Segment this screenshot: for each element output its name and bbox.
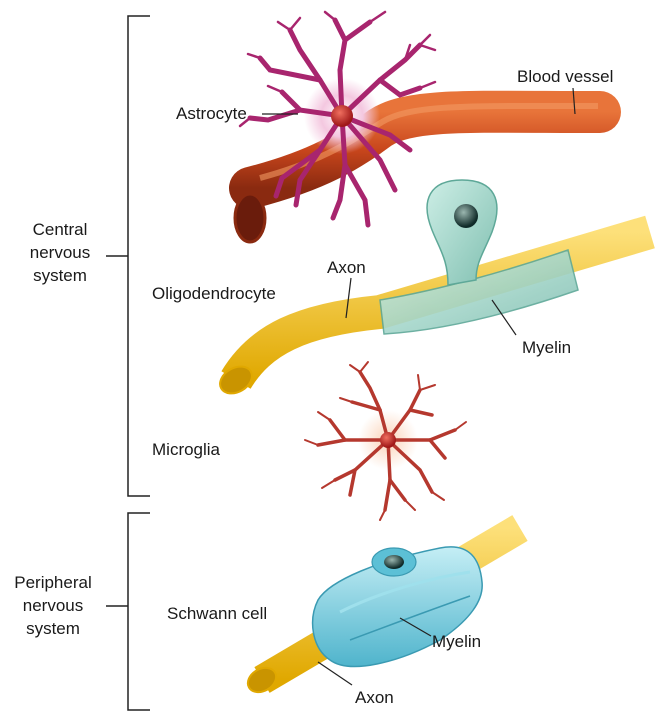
microglia-label: Microglia [152,440,220,460]
central-line3: system [14,264,106,287]
central-nervous-system-label: Central nervous system [14,218,106,287]
oligodendrocyte-label: Oligodendrocyte [152,284,276,304]
peripheral-nervous-system-label: Peripheral nervous system [0,571,106,640]
pns-myelin-label: Myelin [432,632,481,652]
peripheral-line3: system [0,617,106,640]
oligodendrocyte-cell [380,180,578,334]
pns-axon-label: Axon [355,688,394,708]
cns-axon-label: Axon [327,258,366,278]
astrocyte-label: Astrocyte [176,104,247,124]
peripheral-bracket [106,513,150,710]
central-line2: nervous [14,241,106,264]
blood-vessel-label: Blood vessel [517,67,613,87]
peripheral-line1: Peripheral [0,571,106,594]
central-line1: Central [14,218,106,241]
peripheral-line2: nervous [0,594,106,617]
central-bracket [106,16,150,496]
schwann-cell-label: Schwann cell [167,604,267,624]
microglia-cell [305,362,466,520]
cns-myelin-label: Myelin [522,338,571,358]
